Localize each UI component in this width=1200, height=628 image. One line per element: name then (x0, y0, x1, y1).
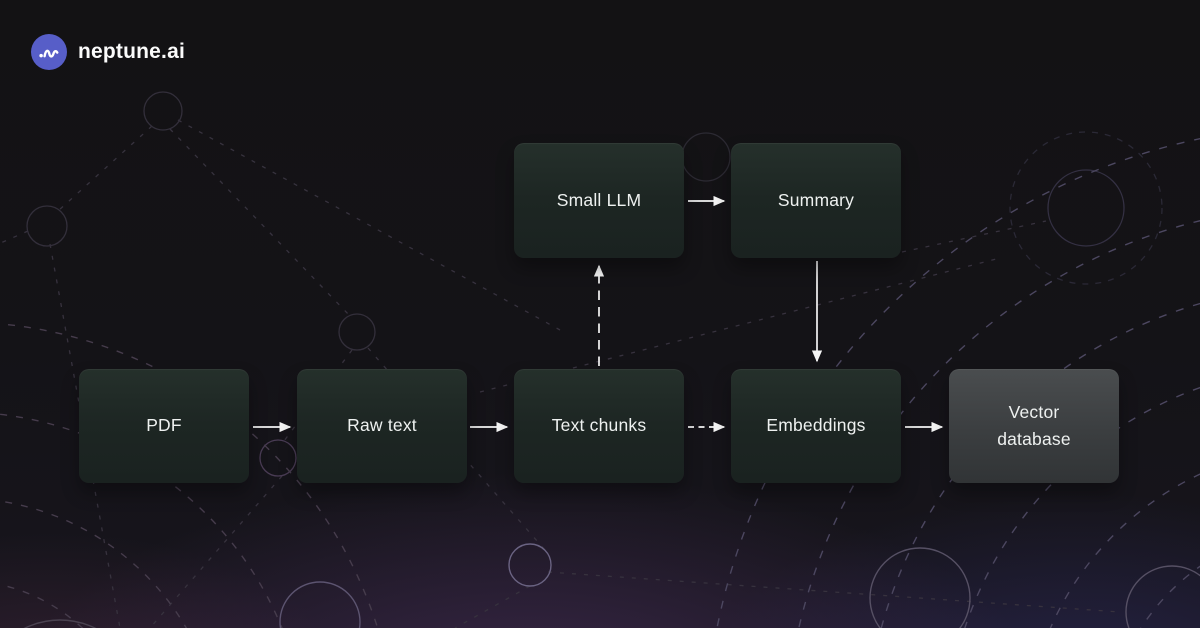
node-vector-database: Vector database (949, 369, 1119, 483)
node-label: Embeddings (766, 415, 866, 436)
node-label: Summary (777, 189, 855, 210)
brand: neptune.ai (31, 34, 185, 70)
brand-name: neptune.ai (78, 40, 186, 63)
node-embeddings: Embeddings (731, 369, 901, 483)
node-text-chunks: Text chunks (514, 369, 684, 483)
node-label: Text chunks (551, 415, 647, 436)
node-label: Raw text (347, 415, 417, 436)
neptune-logo-icon (31, 34, 67, 70)
node-label: Vector database (997, 401, 1071, 449)
node-label: Small LLM (556, 189, 642, 210)
node-label: PDF (146, 415, 182, 436)
node-raw-text: Raw text (297, 369, 467, 483)
node-summary: Summary (731, 143, 901, 258)
node-pdf: PDF (79, 369, 249, 483)
node-small-llm: Small LLM (514, 143, 684, 258)
